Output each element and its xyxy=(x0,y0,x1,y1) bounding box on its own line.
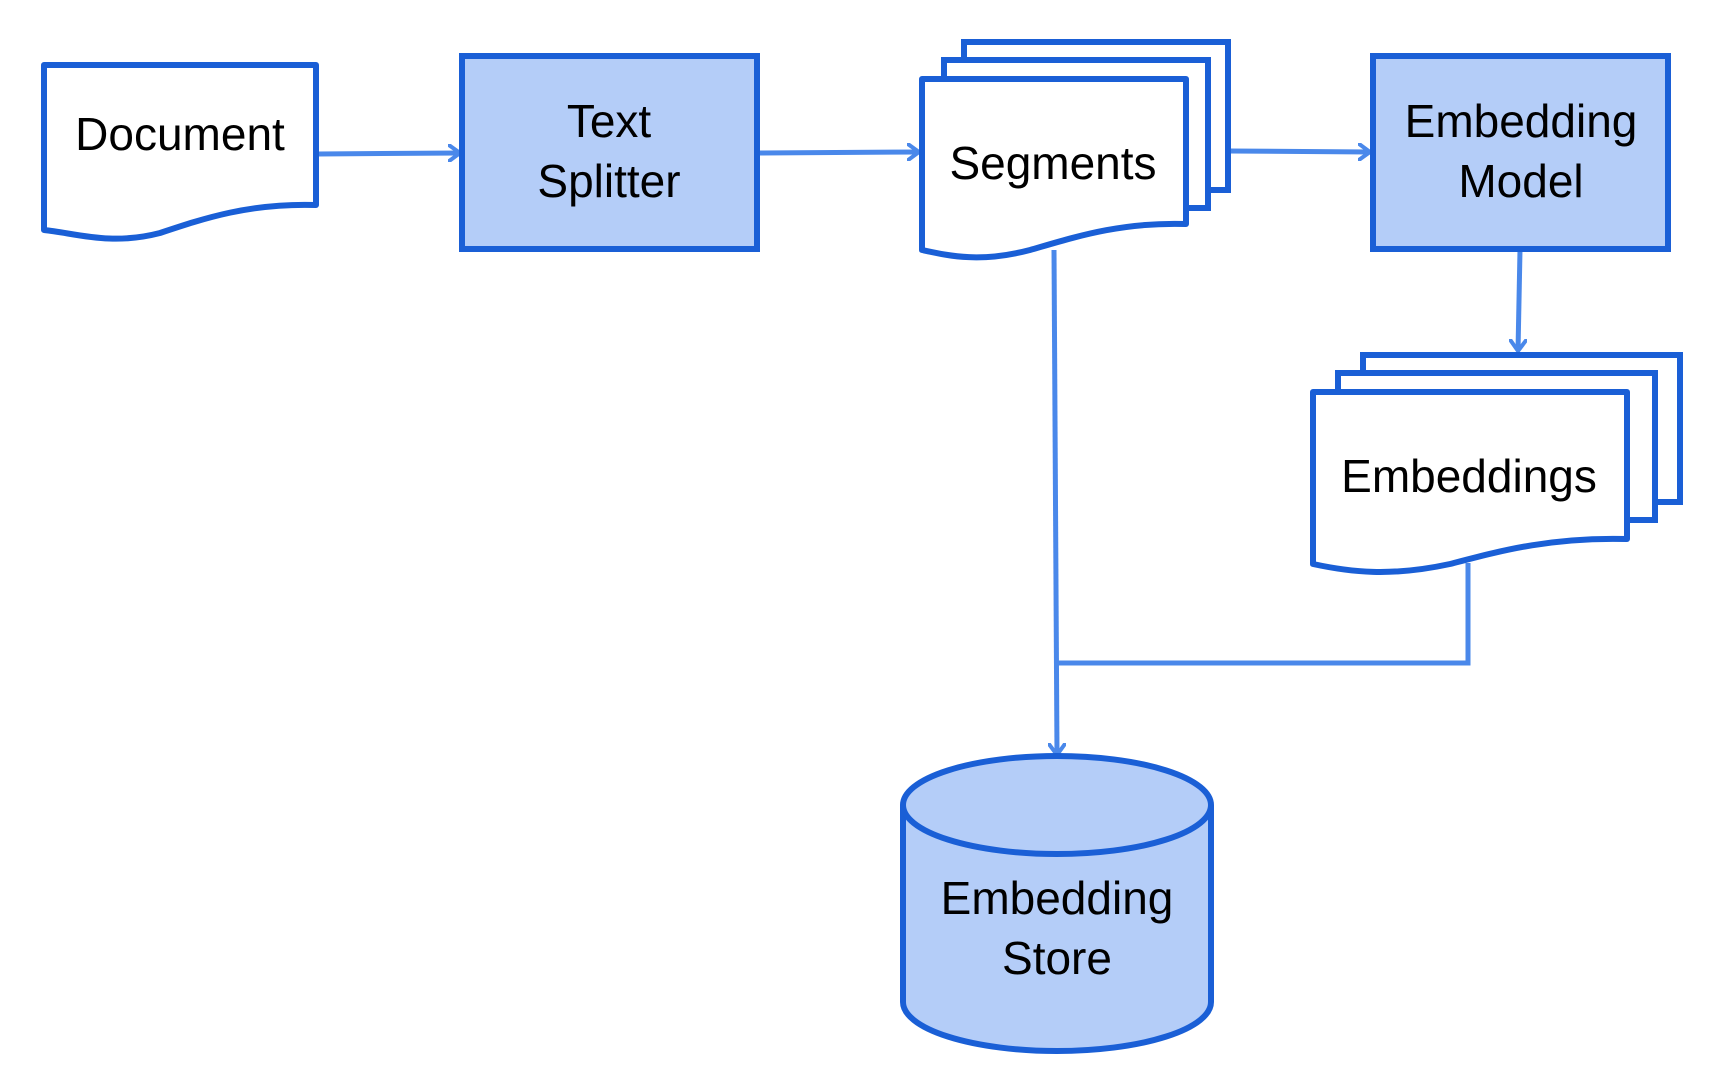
edge-embeddings-to-embedding-store xyxy=(1057,563,1471,666)
embedding-store-label-line2: Store xyxy=(1002,932,1112,984)
segments-front-page xyxy=(919,76,1189,261)
connectors xyxy=(317,151,1520,755)
segments-node: Segments xyxy=(919,39,1231,261)
embedding-model-label-line1: Embedding xyxy=(1405,95,1638,147)
text-splitter-label-line1: Text xyxy=(567,95,652,147)
embeddings-node: Embeddings xyxy=(1310,352,1683,575)
edge-segments-to-embedding-model xyxy=(1228,151,1370,152)
text-splitter-label-line2: Splitter xyxy=(537,155,680,207)
text-splitter-box xyxy=(459,53,760,252)
embedding-store-node: Embedding Store xyxy=(900,753,1214,1054)
edge-document-to-text-splitter xyxy=(317,153,460,154)
document-node: Document xyxy=(41,62,319,242)
embedding-store-label-line1: Embedding xyxy=(941,872,1174,924)
embedding-model-label-line2: Model xyxy=(1458,155,1583,207)
edge-text-splitter-to-segments xyxy=(756,152,919,153)
text-splitter-node: Text Splitter xyxy=(459,53,760,252)
edge-embedding-model-to-embeddings xyxy=(1518,249,1520,351)
embedding-store-body xyxy=(900,805,1214,1054)
embeddings-front-page xyxy=(1310,389,1630,575)
document-shape xyxy=(41,62,319,242)
edge-segments-to-embedding-store xyxy=(1054,249,1057,755)
document-label: Document xyxy=(75,108,285,160)
embedding-model-box xyxy=(1370,53,1671,252)
segments-label: Segments xyxy=(949,137,1156,189)
embedding-model-node: Embedding Model xyxy=(1370,53,1671,252)
embedding-store-top xyxy=(900,753,1214,857)
embeddings-label: Embeddings xyxy=(1341,450,1597,502)
